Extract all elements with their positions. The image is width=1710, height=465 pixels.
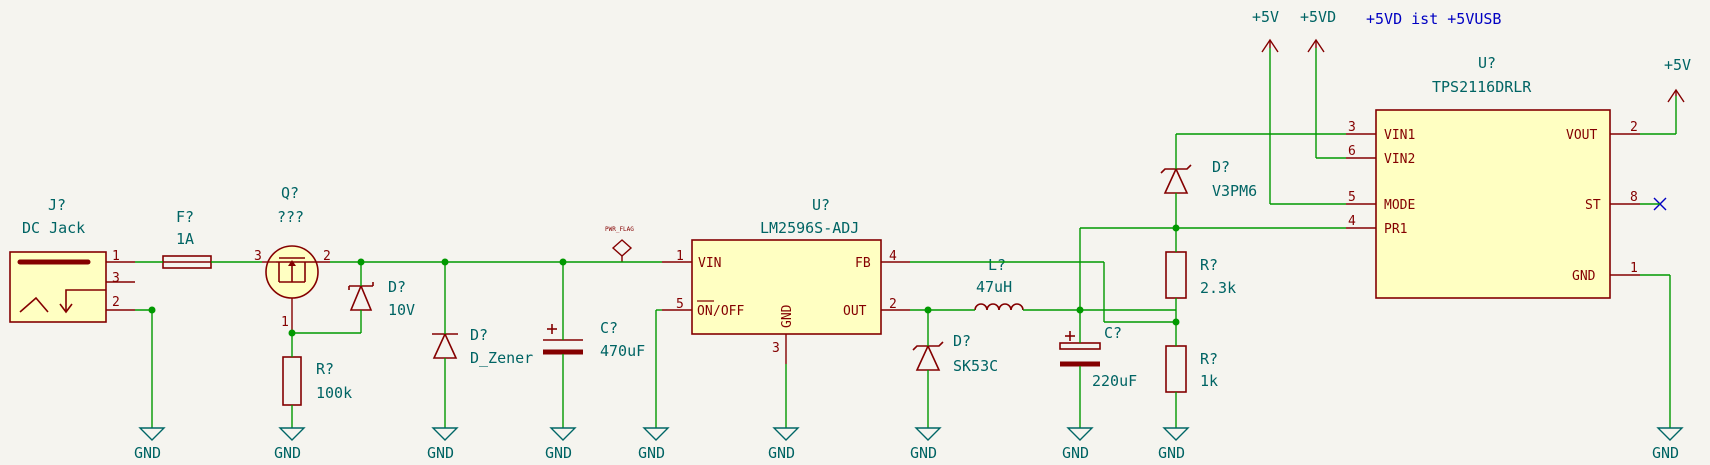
- gnd-label-2: GND: [274, 444, 301, 462]
- fuse-value: 1A: [176, 230, 194, 248]
- lm2596-pin-vin: VIN: [698, 256, 721, 271]
- pmos-ref: Q?: [281, 184, 299, 202]
- resistor-100k[interactable]: [282, 356, 302, 406]
- dc-jack-pin-3: 3: [112, 271, 120, 286]
- gnd-label-3: GND: [427, 444, 454, 462]
- note-text: +5VD ist +5VUSB: [1366, 10, 1501, 28]
- tps-pin-vout: VOUT: [1566, 128, 1597, 143]
- v3pm6-ref: D?: [1212, 158, 1230, 176]
- r-100k-ref: R?: [316, 360, 334, 378]
- tps-pin-pr1: PR1: [1384, 222, 1407, 237]
- tps-num-pr1: 4: [1348, 214, 1356, 229]
- gnd-symbols: [138, 427, 1684, 441]
- tps-pin-mode: MODE: [1384, 198, 1415, 213]
- zener-10v[interactable]: [348, 282, 374, 311]
- lm2596-num-out: 2: [889, 297, 897, 312]
- inductor-value: 47uH: [976, 278, 1012, 296]
- zener-10v-ref: D?: [388, 278, 406, 296]
- tps-ref: U?: [1478, 54, 1496, 72]
- pmos-pin-1: 1: [281, 315, 289, 330]
- gnd-label-4: GND: [545, 444, 572, 462]
- tps-num-vout: 2: [1630, 120, 1638, 135]
- schottky-ref: D?: [953, 332, 971, 350]
- lm2596-ref: U?: [812, 196, 830, 214]
- dc-jack-value: DC Jack: [22, 219, 85, 237]
- pwr-flag-label: PWR_FLAG: [605, 226, 634, 233]
- lm2596-num-gnd: 3: [772, 341, 780, 356]
- power-5vd-label: +5VD: [1300, 8, 1336, 26]
- lm2596-pin-gnd: GND: [780, 304, 795, 328]
- tps-num-vin2: 6: [1348, 144, 1356, 159]
- gnd-label-9: GND: [1158, 444, 1185, 462]
- wires: [135, 48, 1677, 428]
- v3pm6-value: V3PM6: [1212, 182, 1257, 200]
- lm2596-pin-off: /OFF: [713, 304, 744, 319]
- c-220-ref: C?: [1104, 324, 1122, 342]
- dc-jack-pin-2: 2: [112, 295, 120, 310]
- tps-num-vin1: 3: [1348, 120, 1356, 135]
- c-470-ref: C?: [600, 319, 618, 337]
- lm2596-pin-fb: FB: [855, 256, 871, 271]
- d-zener[interactable]: [432, 332, 458, 359]
- inductor-ref: L?: [988, 256, 1006, 274]
- pmos-pin-3: 3: [254, 249, 262, 264]
- tps-pin-gnd: GND: [1572, 269, 1596, 284]
- tps-num-gnd: 1: [1630, 261, 1638, 276]
- gnd-label-8: GND: [1062, 444, 1089, 462]
- tps-num-mode: 5: [1348, 190, 1356, 205]
- lm2596-num-vin: 1: [676, 249, 684, 264]
- r-2k3-value: 2.3k: [1200, 279, 1236, 297]
- inductor[interactable]: [974, 303, 1024, 311]
- pmos-value: ???: [277, 208, 304, 226]
- zener-10v-value: 10V: [388, 301, 415, 319]
- pwr-flag[interactable]: [611, 239, 633, 262]
- schottky-value: SK53C: [953, 357, 998, 375]
- tps-pin-vin1: VIN1: [1384, 128, 1415, 143]
- resistor-1k[interactable]: [1165, 345, 1187, 393]
- gnd-label-7: GND: [910, 444, 937, 462]
- power-symbol-5vd[interactable]: [1307, 38, 1325, 53]
- fuse-ref: F?: [176, 208, 194, 226]
- power-symbol-5v-a[interactable]: [1261, 38, 1279, 53]
- r-1k-value: 1k: [1200, 372, 1218, 390]
- gnd-label-10: GND: [1652, 444, 1679, 462]
- tps-pin-vin2: VIN2: [1384, 152, 1415, 167]
- c-470-value: 470uF: [600, 342, 645, 360]
- power-5v-a-label: +5V: [1252, 8, 1279, 26]
- r-2k3-ref: R?: [1200, 256, 1218, 274]
- resistor-2k3[interactable]: [1165, 251, 1187, 299]
- lm2596-num-fb: 4: [889, 249, 897, 264]
- lm2596-pin-on: ON: [697, 304, 713, 319]
- r-1k-ref: R?: [1200, 350, 1218, 368]
- lm2596-pin-out: OUT: [843, 304, 867, 319]
- power-5v-out-label: +5V: [1664, 56, 1691, 74]
- fuse[interactable]: [162, 255, 212, 269]
- c-220-value: 220uF: [1092, 372, 1137, 390]
- gnd-label-5: GND: [638, 444, 665, 462]
- pmos-pin-2: 2: [323, 249, 331, 264]
- junctions: [148, 224, 1180, 337]
- lm2596-ic[interactable]: [662, 239, 910, 364]
- gnd-label-1: GND: [134, 444, 161, 462]
- tps-num-st: 8: [1630, 190, 1638, 205]
- r-100k-value: 100k: [316, 384, 352, 402]
- dc-jack[interactable]: 1 3 2: [9, 249, 135, 323]
- gnd-label-6: GND: [768, 444, 795, 462]
- schottky-diode[interactable]: [912, 341, 944, 371]
- pmos-transistor[interactable]: 3 2 1: [254, 245, 331, 333]
- tps2116-ic[interactable]: [1346, 109, 1640, 299]
- lm2596-value: LM2596S-ADJ: [760, 219, 859, 237]
- power-symbol-5v-out[interactable]: [1667, 88, 1685, 103]
- lm2596-num-on: 5: [676, 297, 684, 312]
- tps-value: TPS2116DRLR: [1432, 78, 1532, 96]
- dc-jack-pin-1: 1: [112, 249, 120, 264]
- dc-jack-ref: J?: [48, 196, 66, 214]
- v3pm6-diode[interactable]: [1160, 164, 1192, 194]
- d-zener-ref: D?: [470, 326, 488, 344]
- d-zener-value: D_Zener: [470, 349, 533, 367]
- tps-pin-st: ST: [1585, 198, 1601, 213]
